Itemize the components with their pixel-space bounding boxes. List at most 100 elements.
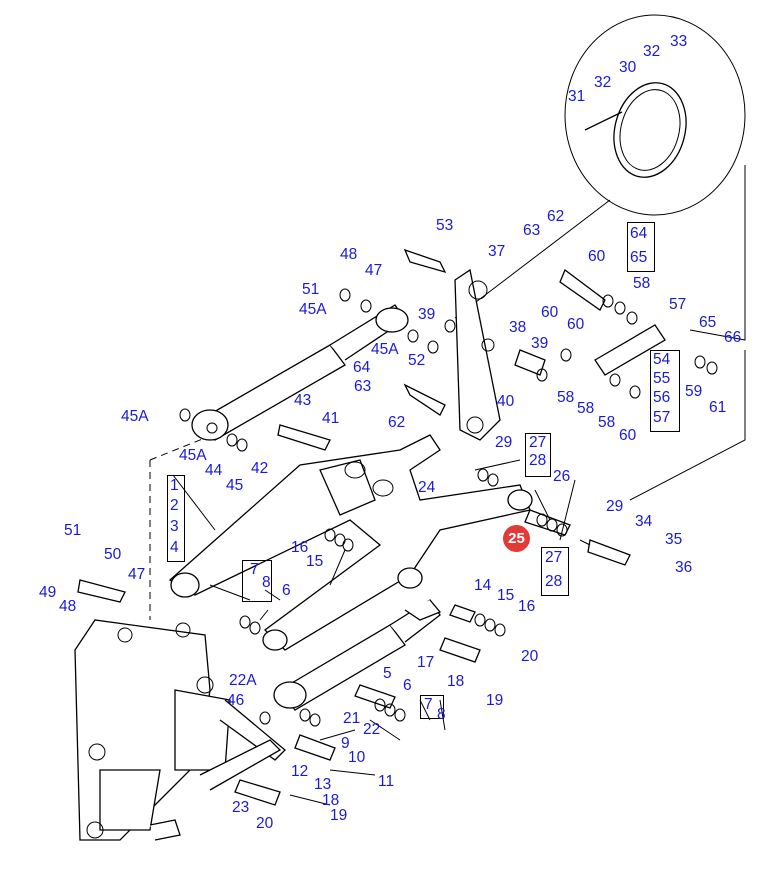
callout-label[interactable]: 5 <box>383 665 392 682</box>
callout-label[interactable]: 45 <box>226 477 244 494</box>
callout-label[interactable]: 6 <box>403 677 412 694</box>
callout-label[interactable]: 45A <box>371 341 399 358</box>
lower-cylinder <box>273 599 442 711</box>
callout-label[interactable]: 61 <box>709 399 727 416</box>
callout-label[interactable]: 62 <box>388 414 406 431</box>
callout-label[interactable]: 32 <box>643 43 661 60</box>
callout-label[interactable]: 40 <box>497 393 515 410</box>
callout-label[interactable]: 30 <box>619 59 637 76</box>
callout-label[interactable]: 19 <box>330 807 348 824</box>
callout-label[interactable]: 44 <box>205 462 223 479</box>
callout-label[interactable]: 23 <box>232 799 250 816</box>
callout-label[interactable]: 39 <box>531 335 549 352</box>
callout-label[interactable]: 51 <box>302 281 320 298</box>
callout-label[interactable]: 66 <box>724 329 742 346</box>
callout-label[interactable]: 49 <box>39 584 57 601</box>
callout-label[interactable]: 53 <box>436 217 454 234</box>
callout-label[interactable]: 16 <box>518 598 536 615</box>
callout-label[interactable]: 20 <box>521 648 539 665</box>
callout-label[interactable]: 35 <box>665 531 683 548</box>
callout-label[interactable]: 27 <box>529 434 547 451</box>
callout-label[interactable]: 48 <box>340 246 358 263</box>
upper-cylinder <box>191 304 409 441</box>
callout-label[interactable]: 60 <box>588 248 606 265</box>
callout-label[interactable]: 45A <box>121 408 149 425</box>
callout-label[interactable]: 37 <box>488 243 506 260</box>
callout-label[interactable]: 18 <box>322 792 340 809</box>
callout-label[interactable]: 65 <box>699 314 717 331</box>
callout-label[interactable]: 32 <box>594 74 612 91</box>
callout-label[interactable]: 57 <box>669 296 687 313</box>
callout-label[interactable]: 2 <box>170 497 179 514</box>
callout-label[interactable]: 54 <box>653 351 671 368</box>
callout-label[interactable]: 21 <box>343 710 361 727</box>
callout-label[interactable]: 41 <box>322 410 340 427</box>
callout-label[interactable]: 9 <box>341 735 350 752</box>
callout-label[interactable]: 39 <box>418 306 436 323</box>
callout-label[interactable]: 22A <box>229 672 257 689</box>
callout-label[interactable]: 12 <box>291 763 309 780</box>
callout-label[interactable]: 58 <box>557 389 575 406</box>
callout-label[interactable]: 46 <box>227 692 245 709</box>
callout-label[interactable]: 50 <box>104 546 122 563</box>
callout-label[interactable]: 58 <box>577 400 595 417</box>
callout-label[interactable]: 4 <box>170 539 179 556</box>
callout-label[interactable]: 48 <box>59 598 77 615</box>
callout-label[interactable]: 14 <box>474 577 492 594</box>
callout-label[interactable]: 36 <box>675 559 693 576</box>
callout-label[interactable]: 60 <box>541 304 559 321</box>
callout-label[interactable]: 8 <box>262 574 271 591</box>
callout-label[interactable]: 59 <box>685 383 703 400</box>
callout-label[interactable]: 16 <box>291 539 309 556</box>
callout-label[interactable]: 18 <box>447 673 465 690</box>
callout-label[interactable]: 24 <box>418 479 436 496</box>
callout-label[interactable]: 64 <box>630 225 648 242</box>
callout-label[interactable]: 11 <box>378 773 395 790</box>
callout-label[interactable]: 1 <box>170 477 179 494</box>
callout-label[interactable]: 62 <box>547 208 565 225</box>
callout-label[interactable]: 51 <box>64 522 82 539</box>
callout-label[interactable]: 10 <box>348 749 366 766</box>
callout-label[interactable]: 28 <box>529 452 547 469</box>
callout-label[interactable]: 27 <box>545 549 563 566</box>
callout-label[interactable]: 15 <box>306 553 324 570</box>
callout-label[interactable]: 15 <box>497 587 515 604</box>
callout-label[interactable]: 56 <box>653 389 671 406</box>
callout-label[interactable]: 19 <box>486 692 504 709</box>
callout-label[interactable]: 22 <box>363 721 381 738</box>
callout-label[interactable]: 47 <box>128 566 146 583</box>
callout-label[interactable]: 17 <box>417 654 435 671</box>
callout-label[interactable]: 55 <box>653 370 671 387</box>
callout-label[interactable]: 60 <box>567 316 585 333</box>
callout-label[interactable]: 45A <box>299 301 327 318</box>
selected-callout-badge[interactable]: 25 <box>503 525 530 552</box>
callout-label[interactable]: 52 <box>408 352 426 369</box>
callout-label[interactable]: 43 <box>294 392 312 409</box>
callout-label[interactable]: 33 <box>670 33 688 50</box>
callout-label[interactable]: 63 <box>354 378 372 395</box>
callout-label[interactable]: 7 <box>424 696 433 713</box>
callout-label[interactable]: 63 <box>523 222 541 239</box>
callout-label[interactable]: 47 <box>365 262 383 279</box>
callout-label[interactable]: 45A <box>179 447 207 464</box>
callout-label[interactable]: 7 <box>250 561 259 578</box>
callout-label[interactable]: 42 <box>251 460 269 477</box>
callout-label[interactable]: 20 <box>256 815 274 832</box>
callout-label[interactable]: 57 <box>653 409 671 426</box>
callout-label[interactable]: 29 <box>495 434 513 451</box>
callout-label[interactable]: 8 <box>437 706 446 723</box>
callout-label[interactable]: 26 <box>553 468 571 485</box>
callout-label[interactable]: 34 <box>635 513 653 530</box>
callout-label[interactable]: 58 <box>598 414 616 431</box>
callout-label[interactable]: 28 <box>545 573 563 590</box>
callout-label[interactable]: 13 <box>314 776 332 793</box>
callout-label[interactable]: 29 <box>606 498 624 515</box>
callout-label[interactable]: 6 <box>282 582 291 599</box>
callout-label[interactable]: 31 <box>568 88 586 105</box>
callout-label[interactable]: 58 <box>633 275 651 292</box>
callout-label[interactable]: 64 <box>353 359 371 376</box>
callout-label[interactable]: 3 <box>170 518 179 535</box>
callout-label[interactable]: 60 <box>619 427 637 444</box>
callout-label[interactable]: 65 <box>630 249 648 266</box>
callout-label[interactable]: 38 <box>509 319 527 336</box>
